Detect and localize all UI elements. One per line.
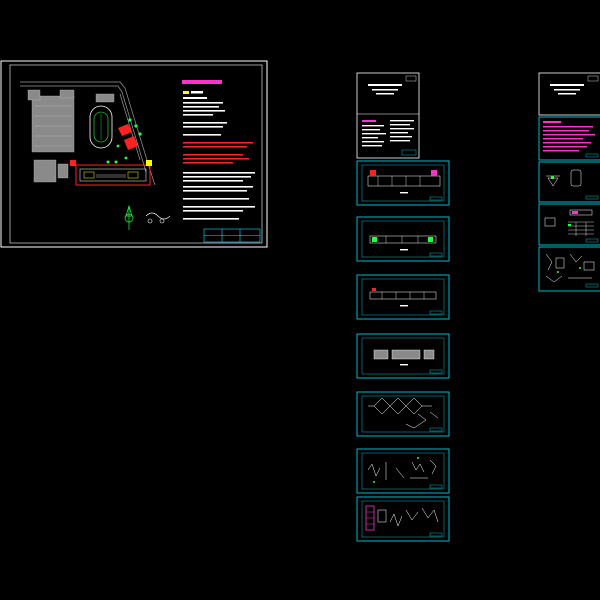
north-arrow-icon [124, 204, 134, 230]
site-plan-sheet[interactable] [0, 60, 268, 248]
sheet-notes-magenta[interactable] [538, 116, 600, 161]
sheet-system-diagram[interactable] [356, 391, 450, 437]
building-block-east [95, 93, 115, 103]
sheet-details-2[interactable] [356, 496, 450, 542]
running-track [89, 105, 113, 149]
building-block-south [33, 159, 57, 183]
project-building [70, 160, 152, 186]
sheet-floor-plan-2[interactable] [356, 216, 450, 262]
site-plan-inner-frame [9, 64, 263, 244]
highlighted-buildings [118, 124, 138, 150]
building-block-main [31, 95, 75, 153]
site-plan-title-block [203, 228, 261, 243]
sheet-schedule[interactable] [538, 203, 600, 246]
building-block-south-small [57, 163, 69, 179]
sheet-column-2 [538, 72, 600, 292]
sheet-cover-2[interactable] [538, 72, 600, 116]
site-roads [20, 81, 156, 186]
sheet-equipment[interactable] [538, 161, 600, 203]
building-hatch [34, 105, 72, 147]
sheet-cover-notes[interactable] [356, 72, 420, 159]
sheet-floor-plan-3[interactable] [356, 274, 450, 320]
site-buildings [27, 89, 115, 183]
site-trees [116, 118, 142, 160]
building-block-north [27, 89, 41, 101]
notes-title-bar [182, 80, 222, 84]
sheet-floor-plan-1[interactable] [356, 160, 450, 206]
building-block-north-2 [59, 89, 75, 99]
site-plan-outer-frame [0, 60, 268, 248]
sheet-column-1 [356, 72, 450, 542]
legend-symbol [145, 212, 171, 224]
sheet-details-1[interactable] [356, 448, 450, 494]
site-notes [182, 80, 255, 220]
sheet-roof-plan[interactable] [356, 333, 450, 379]
sheet-details-3[interactable] [538, 246, 600, 292]
